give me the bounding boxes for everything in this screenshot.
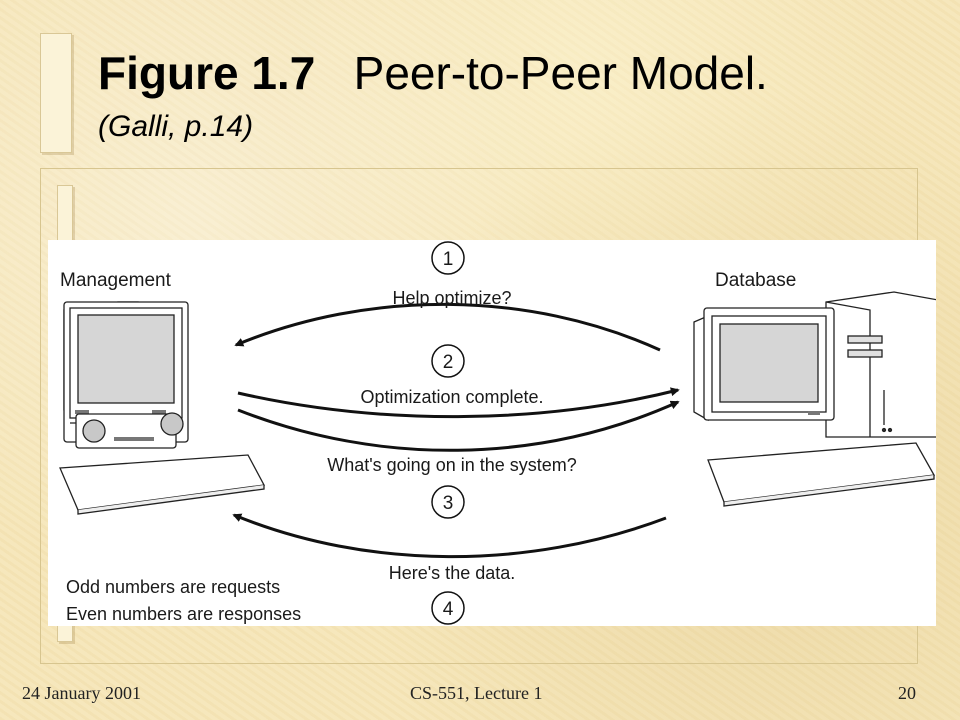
step-1-number: 1 <box>443 249 454 270</box>
step-2-label: Optimization complete. <box>360 387 543 407</box>
slide-subtitle: (Galli, p.14) <box>98 110 254 143</box>
title-accent-bar <box>40 33 72 153</box>
management-computer-icon <box>59 301 266 515</box>
database-computer-icon <box>693 291 936 507</box>
database-label: Database <box>715 270 796 291</box>
title-figure-number: Figure 1.7 <box>98 47 316 99</box>
step-2-badge: 2 <box>431 344 465 378</box>
legend-even: Even numbers are responses <box>66 604 301 624</box>
footer-date: 24 January 2001 <box>22 683 141 703</box>
peer-to-peer-diagram: Management Database <box>48 240 936 626</box>
step-1-badge: 1 <box>431 241 465 275</box>
arrow-step-4 <box>232 513 667 559</box>
arrow-step-2 <box>237 387 680 419</box>
step-4-label: Here's the data. <box>389 563 516 583</box>
step-3-label: What's going on in the system? <box>327 455 577 475</box>
step-1-label: Help optimize? <box>392 288 511 308</box>
arrow-step-1 <box>234 302 661 352</box>
footer-course: CS-551, Lecture 1 <box>410 683 543 703</box>
slide-title: Figure 1.7 Peer-to-Peer Model. <box>98 46 768 100</box>
step-4-badge: 4 <box>431 591 465 625</box>
step-2-number: 2 <box>443 352 454 373</box>
management-label: Management <box>60 270 172 291</box>
arrow-step-3 <box>237 400 680 452</box>
step-3-number: 3 <box>443 493 454 514</box>
footer-page-number: 20 <box>898 683 916 703</box>
title-text: Peer-to-Peer Model. <box>353 47 768 99</box>
legend-odd: Odd numbers are requests <box>66 577 280 597</box>
step-4-number: 4 <box>443 599 454 620</box>
step-3-badge: 3 <box>431 485 465 519</box>
